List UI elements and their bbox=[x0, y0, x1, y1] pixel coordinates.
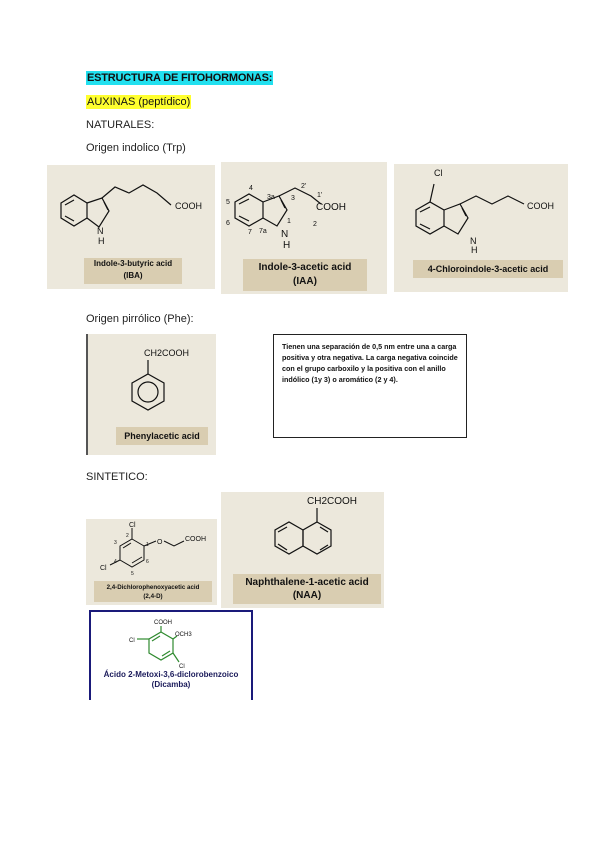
note-box: Tienen una separación de 0,5 nm entre un… bbox=[273, 334, 467, 438]
svg-text:H: H bbox=[283, 240, 290, 251]
svg-text:O: O bbox=[157, 539, 163, 546]
svg-text:Cl: Cl bbox=[129, 522, 136, 529]
naa-structure: CH2COOH bbox=[274, 496, 357, 555]
label-origen-pirrolico: Origen pirrólico (Phe): bbox=[86, 313, 194, 325]
svg-text:3: 3 bbox=[291, 195, 295, 202]
svg-text:5: 5 bbox=[226, 199, 230, 206]
label-naturales: NATURALES: bbox=[86, 119, 155, 131]
iaa-caption: Indole-3-acetic acid(IAA) bbox=[243, 259, 367, 291]
svg-text:1': 1' bbox=[317, 192, 322, 199]
svg-text:COOH: COOH bbox=[175, 201, 202, 211]
svg-text:Cl: Cl bbox=[179, 664, 185, 670]
svg-text:COOH: COOH bbox=[185, 536, 206, 543]
svg-text:Cl: Cl bbox=[129, 638, 135, 644]
svg-text:N: N bbox=[281, 229, 288, 240]
svg-text:COOH: COOH bbox=[527, 201, 554, 211]
svg-text:Cl: Cl bbox=[434, 168, 443, 178]
svg-text:H: H bbox=[471, 245, 478, 255]
dicamba-caption: Ácido 2-Metoxi-3,6-diclorobenzoico(Dicam… bbox=[103, 670, 239, 689]
label-sintetico: SINTETICO: bbox=[86, 471, 148, 483]
iaa-figure: 4 3a 3 2' 1' 5 6 7a 7 1 2 COOH N H Indol… bbox=[221, 162, 387, 294]
svg-text:3a: 3a bbox=[267, 194, 275, 201]
cl-iaa-figure: Cl COOH N H 4-Chloroindole-3-acetic acid bbox=[394, 164, 568, 292]
svg-text:6: 6 bbox=[146, 559, 149, 565]
svg-text:N: N bbox=[97, 226, 104, 236]
iba-structure: COOH N H bbox=[60, 184, 202, 246]
d24-figure: Cl O COOH Cl 2 1 3 4 5 6 2,4-Dichlorophe… bbox=[86, 519, 217, 605]
svg-text:7: 7 bbox=[248, 229, 252, 236]
naa-caption: Naphthalene-1-acetic acid(NAA) bbox=[233, 574, 381, 604]
svg-text:1: 1 bbox=[287, 218, 291, 225]
svg-text:N: N bbox=[470, 236, 477, 246]
svg-text:COOH: COOH bbox=[154, 620, 172, 626]
d24-structure: Cl O COOH Cl 2 1 3 4 5 6 bbox=[100, 522, 206, 577]
svg-text:COOH: COOH bbox=[316, 202, 346, 213]
svg-text:CH2COOH: CH2COOH bbox=[144, 348, 189, 358]
d24-caption: 2,4-Dichlorophenoxyacetic acid(2,4-D) bbox=[94, 581, 212, 602]
paa-structure: CH2COOH bbox=[131, 348, 189, 411]
svg-text:3: 3 bbox=[114, 540, 117, 546]
svg-text:2: 2 bbox=[313, 221, 317, 228]
svg-text:OCH3: OCH3 bbox=[175, 632, 192, 638]
label-origen-indolico: Origen indolico (Trp) bbox=[86, 142, 186, 154]
svg-text:H: H bbox=[98, 236, 105, 246]
svg-text:6: 6 bbox=[226, 220, 230, 227]
svg-text:7a: 7a bbox=[259, 228, 267, 235]
svg-text:4: 4 bbox=[114, 559, 117, 565]
iba-figure: COOH N H Indole-3-butyric acid(IBA) bbox=[47, 165, 215, 289]
iaa-structure: 4 3a 3 2' 1' 5 6 7a 7 1 2 COOH N H bbox=[226, 183, 346, 251]
section-auxinas: AUXINAS (peptídico) bbox=[86, 95, 192, 109]
dicamba-figure: COOH OCH3 Cl Cl Ácido 2-Metoxi-3,6-diclo… bbox=[89, 610, 253, 700]
iba-caption: Indole-3-butyric acid(IBA) bbox=[84, 258, 182, 284]
svg-text:1: 1 bbox=[146, 542, 149, 548]
svg-text:Cl: Cl bbox=[100, 565, 107, 572]
cl-iaa-structure: Cl COOH N H bbox=[415, 168, 554, 255]
svg-text:5: 5 bbox=[131, 571, 134, 577]
paa-caption: Phenylacetic acid bbox=[116, 427, 208, 445]
cl-iaa-caption: 4-Chloroindole-3-acetic acid bbox=[413, 260, 563, 278]
dicamba-structure: COOH OCH3 Cl Cl bbox=[129, 620, 192, 670]
svg-text:CH2COOH: CH2COOH bbox=[307, 496, 357, 507]
svg-text:2: 2 bbox=[126, 533, 129, 539]
naa-figure: CH2COOH Naphthalene-1-acetic acid(NAA) bbox=[221, 492, 384, 608]
svg-text:4: 4 bbox=[249, 185, 253, 192]
paa-figure: CH2COOH Phenylacetic acid bbox=[86, 334, 216, 455]
svg-text:2': 2' bbox=[301, 183, 306, 190]
page-title: ESTRUCTURA DE FITOHORMONAS: bbox=[86, 71, 274, 85]
